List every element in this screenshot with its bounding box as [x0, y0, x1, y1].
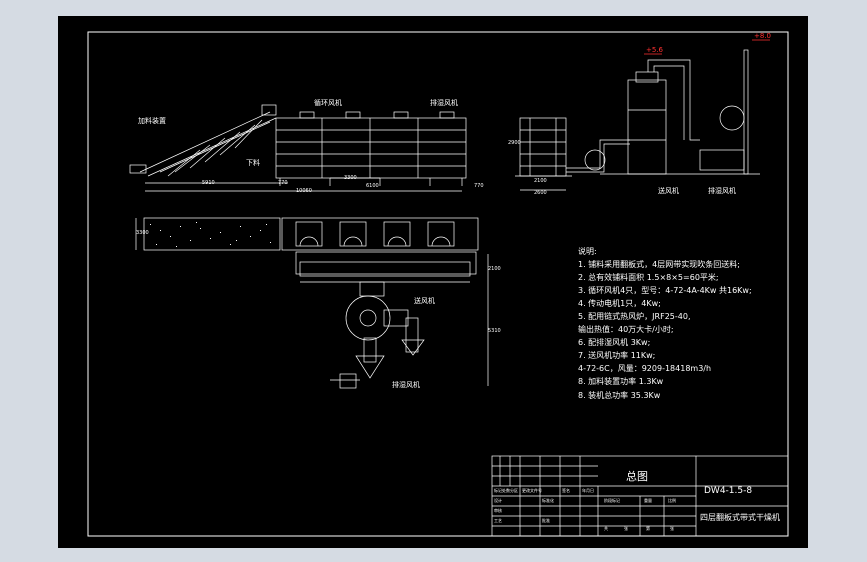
tb-cell: 年月日 [582, 488, 594, 493]
side-view [515, 49, 760, 191]
label-feeder: 加料装置 [138, 117, 166, 125]
dim-right-c: 2600 [534, 190, 547, 196]
dim-top-e: 6100 [366, 183, 379, 189]
tb-cell: 审核 [494, 508, 502, 513]
tb-cell: 重量 [644, 498, 652, 503]
dim-top-a: 5910 [202, 180, 215, 186]
tb-cell: 张 [670, 526, 674, 531]
note-item: 8. 装机总功率 35.3Kw [578, 391, 661, 400]
tb-cell: 设计 [494, 498, 502, 503]
note-item: 7. 送风机功率 11Kw; [578, 351, 656, 360]
tb-cell: 第 [646, 526, 650, 531]
dim-plan-h: 2100 [488, 266, 501, 272]
dim-right-a: 2900 [508, 140, 521, 146]
tb-cell: 阶段标记 [604, 498, 620, 503]
note-item: 1. 铺料采用翻板式，4层网带实现吹条回送料; [578, 260, 740, 269]
tb-cell: 批准 [542, 518, 550, 523]
elevation-view [129, 104, 467, 192]
drawing-number: DW4-1.5-8 [704, 486, 753, 496]
note-item: 8. 加料装置功率 1.3Kw [578, 377, 664, 386]
tb-cell: 更改文件号 [522, 488, 542, 493]
product-name: 四层翻板式带式干燥机 [700, 513, 780, 522]
tb-cell: 签名 [562, 488, 570, 493]
label-elevation-large: +8.0 [754, 32, 771, 40]
tb-cell: 标准化 [542, 498, 554, 503]
note-item: 5. 配用链式热风炉，JRF25-40, [578, 312, 691, 321]
dim-top-c: 10060 [296, 188, 312, 194]
dim-top-d: 3300 [344, 175, 357, 181]
title-block [491, 455, 789, 537]
tb-cell: 标记处数分区 [494, 488, 518, 493]
dim-plan-d: 5310 [488, 328, 501, 334]
dim-top-f: 770 [474, 183, 484, 189]
note-item: 3. 循环风机4只，型号：4-72-4A-4Kw 共16Kw; [578, 286, 752, 295]
tb-cell: 张 [624, 526, 628, 531]
tb-cell: 工艺 [494, 518, 502, 523]
dim-right-b: 2100 [534, 178, 547, 184]
notes-heading: 说明: [578, 247, 597, 256]
note-item: 4. 传动电机1只，4Kw; [578, 299, 661, 308]
label-exhaust-fan-plan: 排湿风机 [392, 381, 420, 389]
drawing-border [87, 31, 789, 537]
label-exhaust-fan-top: 排湿风机 [430, 99, 458, 107]
plan-view [135, 217, 489, 389]
note-item: 输出热值：40万大卡/小时; [578, 325, 674, 334]
dim-top-b: 770 [278, 180, 288, 186]
note-item: 4-72-6C，风量：9209-18418m3/h [578, 364, 712, 373]
label-supply-fan-plan: 送风机 [414, 297, 435, 305]
drawing-title: 总图 [626, 470, 648, 483]
dim-plan-w: 3300 [136, 230, 149, 236]
label-discharge: 下料 [246, 159, 260, 167]
elevation-markers [644, 39, 770, 55]
feeder-plan-hatch [150, 222, 271, 247]
label-supply-fan: 送风机 [658, 187, 679, 195]
tb-cell: 比例 [668, 498, 676, 503]
note-item: 2. 总有效铺料面积 1.5×8×5=60平米; [578, 273, 719, 282]
note-item: 6. 配排湿风机 3Kw; [578, 338, 651, 347]
tb-cell: 共 [604, 526, 608, 531]
label-elevation-small: +5.6 [646, 46, 663, 54]
label-exhaust-fan-right: 排湿风机 [708, 187, 736, 195]
label-circulating-fan: 循环风机 [314, 99, 342, 107]
